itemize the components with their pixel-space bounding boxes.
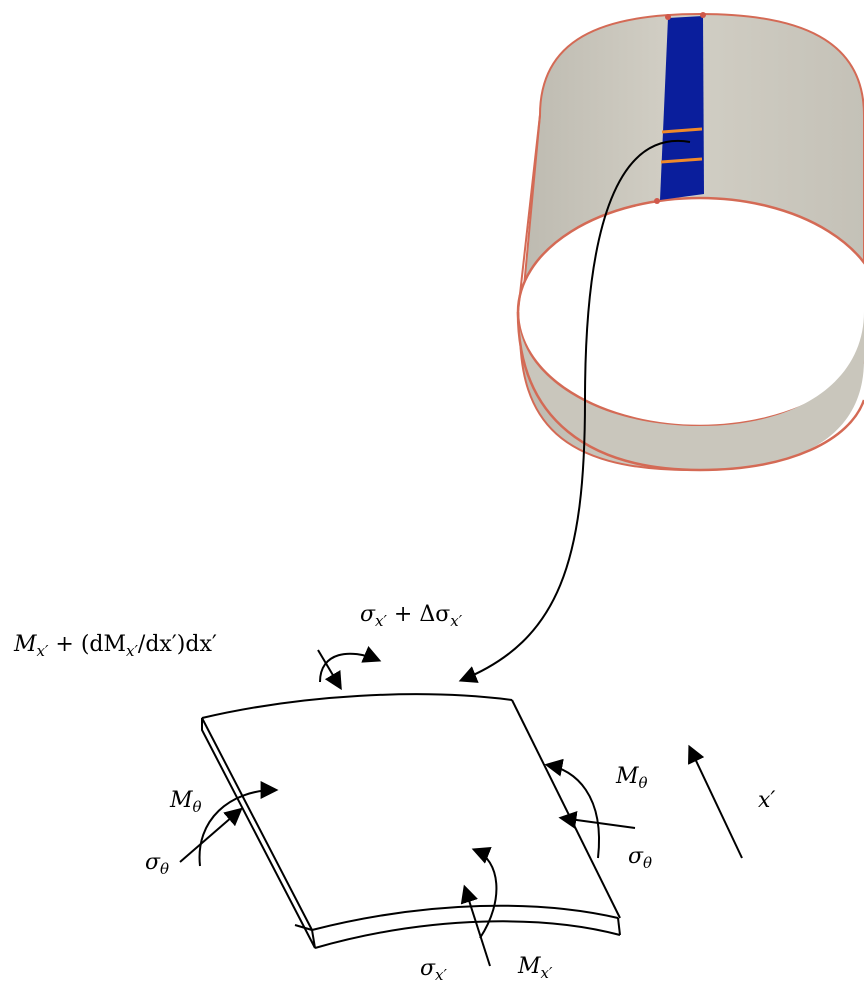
right-stress-arrow	[558, 811, 636, 829]
label-axis: x′	[758, 788, 776, 813]
cylinder	[516, 12, 864, 472]
cylinder-strip	[660, 16, 704, 200]
element-left-face	[201, 717, 316, 949]
cylinder-rim-bottom	[516, 311, 864, 472]
label-top-moment: Mx′ + (dMx′/dx′)dx′	[14, 632, 217, 660]
top-stress-arrow	[317, 649, 342, 691]
top-moment-arrow	[319, 646, 382, 683]
connector-arrow	[458, 139, 691, 683]
strip-corner-dot	[700, 12, 706, 18]
element-bottom-right-corner	[617, 917, 621, 936]
label-left-moment: Mθ	[170, 788, 202, 816]
element-top-edge	[201, 693, 513, 719]
left-stress-arrow	[179, 807, 243, 863]
cylinder-opening	[516, 196, 864, 428]
label-top-stress: σx′ + Δσx′	[360, 602, 463, 630]
strip-mark	[661, 127, 703, 134]
strip-corner-dot	[665, 14, 671, 20]
element-bottom-left-lip	[294, 924, 313, 931]
label-right-moment: Mθ	[616, 764, 648, 792]
axis-arrow	[688, 744, 743, 859]
load-arrows	[179, 646, 743, 967]
label-right-stress: σθ	[628, 844, 653, 872]
right-moment-arrow	[544, 758, 601, 859]
strip-corner-dot	[654, 198, 660, 204]
bottom-moment-arrow	[471, 847, 498, 939]
strip-mark	[660, 157, 703, 164]
bottom-stress-arrow	[460, 884, 491, 967]
label-bottom-moment: Mx′	[518, 954, 553, 982]
element-bottom-edge-under	[314, 920, 621, 949]
element-bottom-edge-top	[311, 904, 619, 931]
left-moment-arrow	[198, 781, 279, 867]
shell-element	[201, 693, 621, 949]
label-left-stress: σθ	[145, 850, 170, 878]
label-bottom-stress: σx′	[420, 956, 447, 984]
cylinder-front-band	[518, 312, 864, 470]
element-right-edge	[511, 699, 621, 919]
